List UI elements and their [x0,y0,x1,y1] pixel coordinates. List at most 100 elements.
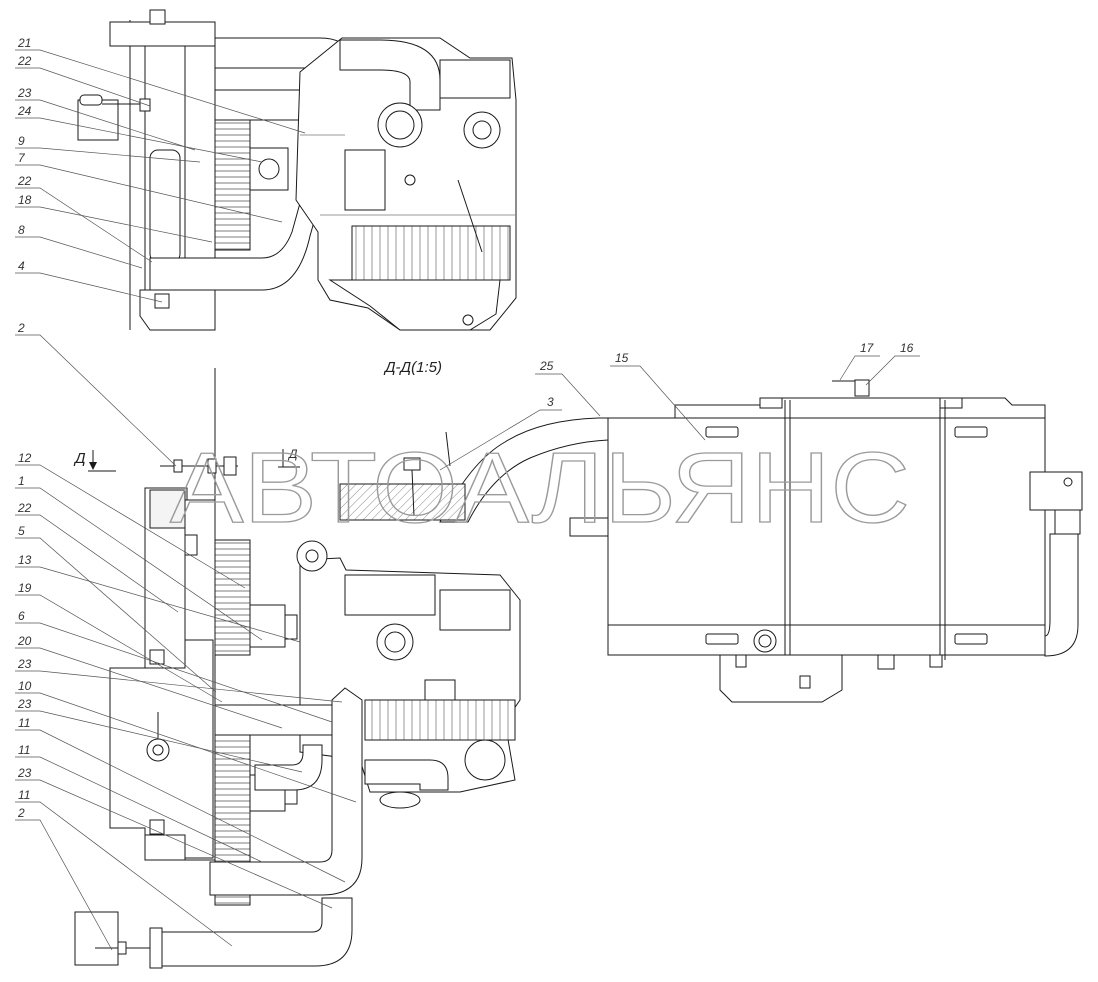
upper-fan-motor [249,604,286,648]
callout-leader [15,236,143,269]
view-marker-letter: Д [73,450,86,467]
callout-leader [15,464,246,589]
callout-leader [15,647,283,729]
vent-slot [705,426,739,438]
vent-slot [954,633,988,645]
underside-housing [719,654,843,703]
lower-coolant-pipe [149,137,337,291]
rod-nut [173,459,183,473]
view-marker-left: Д [73,450,116,472]
radiator-header-tank [109,21,216,47]
coolant-elbow [364,759,449,791]
callout-leader [15,334,177,467]
vent-slot [705,633,739,645]
fan-motor [249,147,289,191]
callout-number: 23 [17,766,32,780]
callout-leader [15,487,263,641]
oil-filler-cap [376,623,414,661]
horizontal-coolant-pipe [214,704,336,736]
callout-number: 11 [18,788,30,802]
expansion-tank [149,489,186,529]
callout-number: 25 [539,359,554,373]
lower-return-pipe [159,897,353,967]
callouts-right-view: 25 15 3 17 16 [439,341,920,471]
callout-leader [839,355,880,381]
top-bracket [759,397,783,409]
intake-bore [385,110,415,140]
fan-shroud [214,104,251,251]
upper-fan [214,539,251,656]
oil-filler-inner [384,631,406,653]
oil-filter [464,739,506,781]
callout-leader [535,373,601,417]
fuel-pump [344,149,386,211]
callout-number: 16 [900,341,914,355]
temperature-gauge [146,738,170,762]
vent-slot [954,426,988,438]
callout-leader [15,756,263,863]
underside-mount [877,654,895,670]
callout-leader [15,710,303,773]
callout-leader [15,164,283,223]
callout-leader [15,779,333,909]
callout-number: 3 [547,395,554,409]
fuel-injection-pump [344,574,436,616]
radiator-bracket [184,534,198,556]
callout-number: 22 [17,174,32,188]
callout-leader [15,566,301,643]
callout-number: 17 [860,341,875,355]
air-intake-duct [339,39,441,111]
outlet-flange [379,791,421,809]
callout-number: 12 [18,451,32,465]
callout-number: 24 [17,104,32,118]
callout-number: 20 [17,634,32,648]
bracket-pin [79,94,103,106]
callout-leader [15,49,306,134]
top-cap [854,379,870,397]
right-view [339,379,1083,703]
view-marker-right: Д [278,447,300,468]
underside-mount [735,654,747,668]
callout-leader [15,622,333,723]
callout-number: 11 [18,716,30,730]
exhaust-pipe [1044,533,1079,657]
callout-number: 13 [18,553,32,567]
top-view [77,9,517,331]
callout-leader [15,99,196,151]
callout-leader [865,355,920,386]
callout-number: 7 [18,151,26,165]
callout-leader [439,409,562,471]
underside-mount [929,654,943,668]
callout-number: 23 [17,697,32,711]
intake-flange [377,102,423,148]
callout-leader [15,272,163,303]
plate-bolt [149,649,165,665]
callout-leader [15,801,233,947]
watermark-text: АВТОАЛЬЯНС [170,432,910,544]
plate-bolt [149,819,165,835]
callout-leader [15,514,179,613]
callout-number: 1 [18,474,25,488]
top-bracket [939,397,963,409]
cylinder-block [351,225,511,281]
callout-leader [15,117,263,163]
rod-nut [139,98,151,112]
callout-leader [15,729,346,883]
callout-leader [15,594,223,703]
vertical-hose [149,149,181,263]
callout-number: 22 [17,501,32,515]
callout-number: 18 [18,193,32,207]
underside-mount [799,675,811,689]
callout-number: 19 [18,581,32,595]
filler-cap [149,9,166,25]
callout-number: 2 [17,806,25,820]
callout-number: 22 [17,54,32,68]
view-arrowhead [89,462,97,470]
callout-number: 23 [17,86,32,100]
callout-leader [15,206,213,243]
callout-leader [15,670,343,703]
dipstick-tube [457,179,483,253]
exhaust-box [1029,471,1083,511]
callout-leader [15,692,357,803]
